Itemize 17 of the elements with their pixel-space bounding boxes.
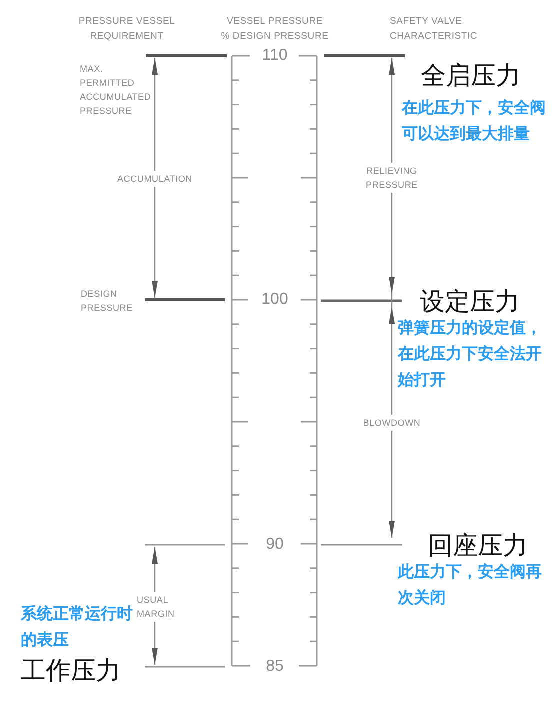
scale-value: 85 <box>266 658 284 676</box>
term-label: 回座压力 <box>428 534 528 560</box>
scale-value: 110 <box>262 47 288 65</box>
scale-value: 90 <box>266 536 284 554</box>
column-header: PRESSURE VESSEL REQUIREMENT <box>78 15 176 44</box>
term-label: 全启压力 <box>421 64 521 90</box>
column-header: SAFETY VALVE CHARACTERISTIC <box>390 15 479 44</box>
term-label: 设定压力 <box>420 290 520 316</box>
description-text: 系统正常运行时的表压 <box>21 604 134 651</box>
term-label: 工作压力 <box>21 659 121 685</box>
column-header: VESSEL PRESSURE % DESIGN PRESSURE <box>221 15 329 44</box>
annotation-text: DESIGN PRESSURE <box>81 288 133 315</box>
annotation-text: MAX. PERMITTED ACCUMULATED PRESSURE <box>80 63 152 118</box>
description-text: 此压力下，安全阀再次关闭 <box>398 562 543 609</box>
description-text: 弹簧压力的设定值，在此压力下安全法开始打开 <box>398 318 543 391</box>
description-text: 在此压力下，安全阀可以达到最大排量 <box>402 98 547 145</box>
scale-value: 100 <box>262 291 288 309</box>
